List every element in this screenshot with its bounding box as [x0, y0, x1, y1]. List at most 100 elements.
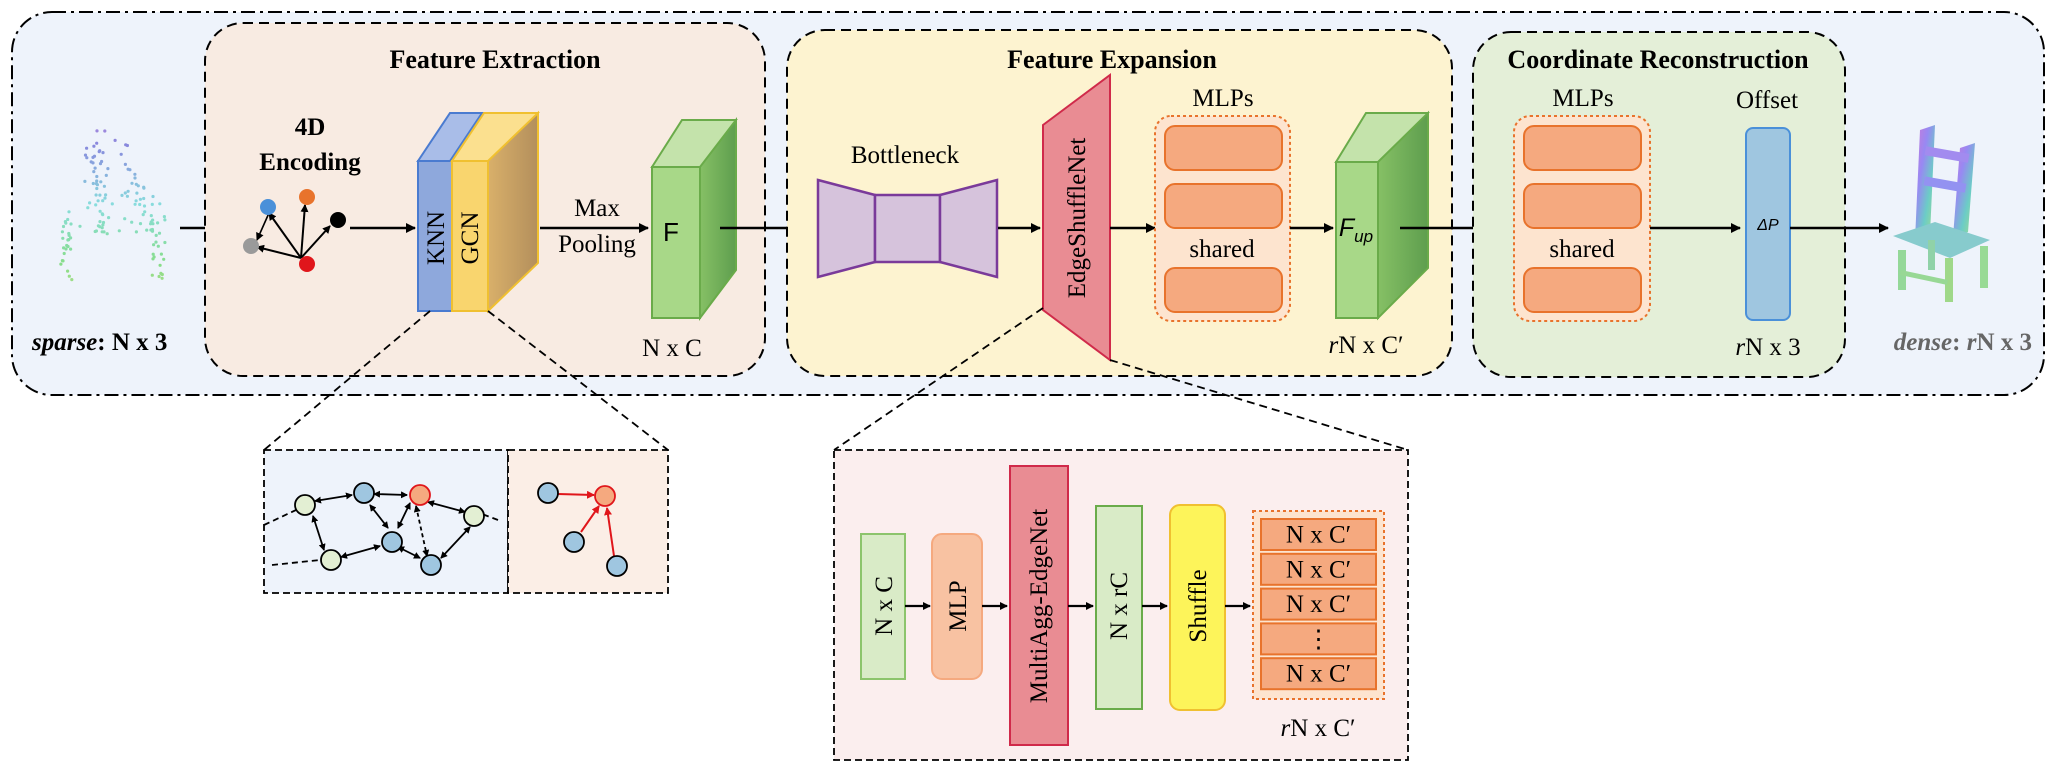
- zoom-line-knn-right: [487, 310, 669, 451]
- detail-nrc-block: [1095, 505, 1143, 710]
- sparse-point: [101, 223, 105, 227]
- sparse-point: [95, 174, 99, 179]
- sparse-point: [151, 218, 155, 222]
- input-label: sparse: N x 3: [31, 329, 167, 356]
- sparse-point: [152, 255, 156, 259]
- delta-p-label: ΔP: [1756, 217, 1779, 234]
- feature-fup-block: [1334, 110, 1430, 321]
- fup-dim: rN x C′: [1329, 332, 1404, 359]
- detail-shuffle-label: Shuffle: [1185, 569, 1212, 642]
- feature-extraction-title: Feature Extraction: [389, 45, 601, 74]
- detail-nrc-label: N x rC: [1106, 572, 1133, 640]
- sparse-point: [64, 247, 68, 251]
- sparse-point: [88, 201, 92, 205]
- sparse-point: [158, 263, 162, 267]
- feature-F-dim: N x C: [642, 335, 702, 362]
- sparse-point: [142, 196, 146, 201]
- sparse-point: [83, 179, 87, 183]
- reconstruction-mlp-1: [1523, 125, 1642, 171]
- sparse-point: [61, 224, 66, 229]
- stack-item-label: N x C′: [1286, 591, 1351, 618]
- sparse-point: [157, 274, 161, 279]
- detail-mlp-label: MLP: [945, 580, 972, 631]
- gcn-label: GCN: [457, 212, 484, 265]
- sparse-point: [95, 141, 99, 145]
- gcn-layer: [451, 160, 489, 312]
- sparse-point: [138, 202, 142, 207]
- zoom-line-knn-left: [263, 310, 431, 451]
- sparse-point: [149, 214, 153, 218]
- sparse-point: [134, 182, 138, 186]
- sparse-point: [159, 271, 163, 275]
- sparse-point: [99, 180, 103, 184]
- sparse-point: [162, 257, 166, 261]
- sparse-point: [91, 161, 95, 165]
- fup-label: Fup: [1339, 214, 1373, 246]
- feature-expansion-title: Feature Expansion: [1007, 45, 1217, 74]
- sparse-point: [95, 179, 99, 183]
- stack-item-label: ⋮: [1306, 626, 1331, 653]
- sparse-point: [156, 221, 160, 225]
- sparse-point: [163, 240, 167, 245]
- sparse-point: [105, 232, 109, 236]
- sparse-point: [124, 143, 128, 147]
- sparse-point: [160, 276, 164, 280]
- edgeshuffle-label: EdgeShuffleNet: [1064, 138, 1091, 299]
- sparse-point-cloud: [59, 129, 167, 282]
- sparse-point: [98, 149, 102, 153]
- sparse-point: [100, 226, 104, 230]
- sparse-point: [98, 193, 102, 197]
- sparse-point: [120, 193, 124, 197]
- sparse-point: [101, 151, 105, 155]
- gcn-graph-illustration: [537, 482, 628, 577]
- sparse-point: [133, 202, 137, 206]
- sparse-point: [102, 184, 106, 188]
- sparse-point: [96, 224, 100, 228]
- sparse-point: [101, 199, 105, 203]
- detail-output-dim: rN x C′: [1281, 715, 1356, 742]
- sparse-point: [96, 199, 100, 203]
- sparse-point: [101, 220, 106, 225]
- stack-item-box: [1260, 518, 1377, 551]
- expansion-mlp-2: [1164, 183, 1283, 229]
- sparse-point: [66, 269, 70, 273]
- sparse-point: [92, 154, 97, 158]
- sparse-point: [66, 217, 70, 222]
- stack-item-label: N x C′: [1286, 661, 1351, 688]
- sparse-point: [69, 247, 73, 251]
- sparse-point: [67, 233, 71, 237]
- knn-label: KNN: [423, 211, 450, 265]
- sparse-point: [78, 224, 82, 228]
- stack-item-box: [1260, 587, 1377, 621]
- sparse-point: [152, 243, 156, 247]
- encoding-title-line2: Encoding: [259, 149, 361, 176]
- expansion-mlps-label: MLPs: [1192, 85, 1253, 112]
- sparse-point: [133, 176, 137, 180]
- reconstruction-shared-label: shared: [1549, 236, 1615, 263]
- sparse-point: [93, 166, 97, 170]
- stack-item-box: [1260, 552, 1377, 586]
- sparse-point: [91, 181, 95, 186]
- sparse-point: [60, 230, 64, 234]
- sparse-point: [134, 199, 138, 203]
- max-pooling-label-1: Max: [574, 195, 620, 222]
- sparse-point: [123, 162, 127, 166]
- knn-layer: [417, 160, 455, 312]
- sparse-point: [150, 273, 154, 277]
- sparse-point: [94, 193, 98, 197]
- offset-label: Offset: [1736, 87, 1798, 114]
- offset-dim: rN x 3: [1735, 334, 1800, 361]
- sparse-point: [156, 244, 160, 248]
- detail-output-stack-items: N x C′ N x C′ N x C′ ⋮ N x C′: [1260, 518, 1377, 691]
- sparse-point: [83, 153, 88, 157]
- expansion-mlp-1: [1164, 125, 1283, 171]
- stack-item-label: N x C′: [1286, 556, 1351, 583]
- max-pooling-label-2: Pooling: [558, 231, 636, 258]
- stack-item-label: N x C′: [1286, 522, 1351, 549]
- sparse-point: [98, 162, 103, 166]
- sparse-point: [61, 236, 65, 240]
- sparse-point: [60, 259, 64, 263]
- sparse-point: [69, 222, 73, 226]
- sparse-point: [145, 228, 149, 232]
- sparse-point: [157, 231, 162, 235]
